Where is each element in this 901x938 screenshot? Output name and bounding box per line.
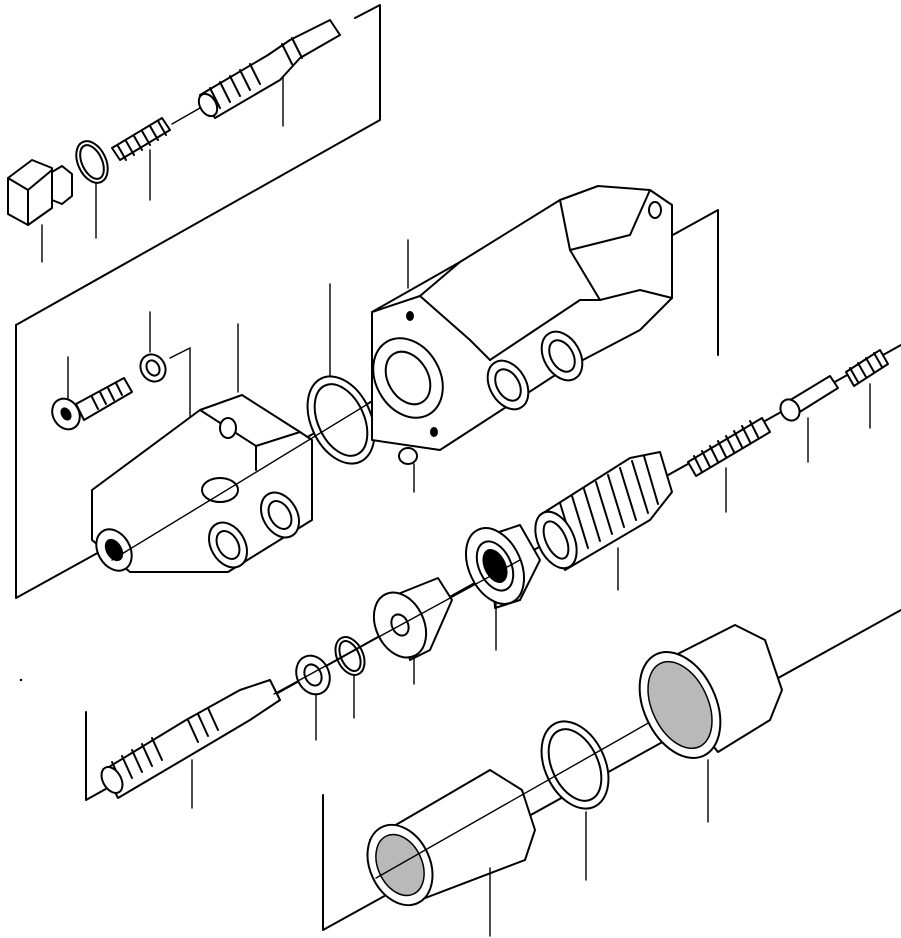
plug-bolt	[7, 159, 73, 263]
washer	[139, 311, 191, 441]
return-spring	[534, 451, 673, 591]
spring-tip	[845, 349, 889, 429]
snap-ring	[334, 636, 366, 719]
sleeve-long	[638, 624, 783, 823]
spool-upper	[197, 19, 341, 127]
set-screw	[398, 447, 418, 493]
spool-lower	[100, 679, 281, 809]
axis-line-lower	[273, 559, 521, 695]
retainer	[372, 577, 453, 685]
spring-seat	[464, 524, 541, 651]
axis-line-sleeve	[375, 704, 681, 879]
spring-inner	[687, 417, 771, 513]
axis-line-top	[171, 107, 201, 125]
seal	[295, 654, 331, 741]
spring-small	[111, 117, 171, 201]
sleeve-short	[366, 769, 536, 937]
o-ring-sleeve	[540, 720, 610, 881]
end-cover	[91, 323, 313, 573]
cap-screw	[51, 356, 133, 431]
check-poppet	[779, 375, 839, 463]
group-boundary-top	[15, 4, 381, 326]
o-ring-small	[75, 140, 109, 239]
valve-body	[371, 185, 673, 451]
stray-dot	[19, 678, 23, 682]
